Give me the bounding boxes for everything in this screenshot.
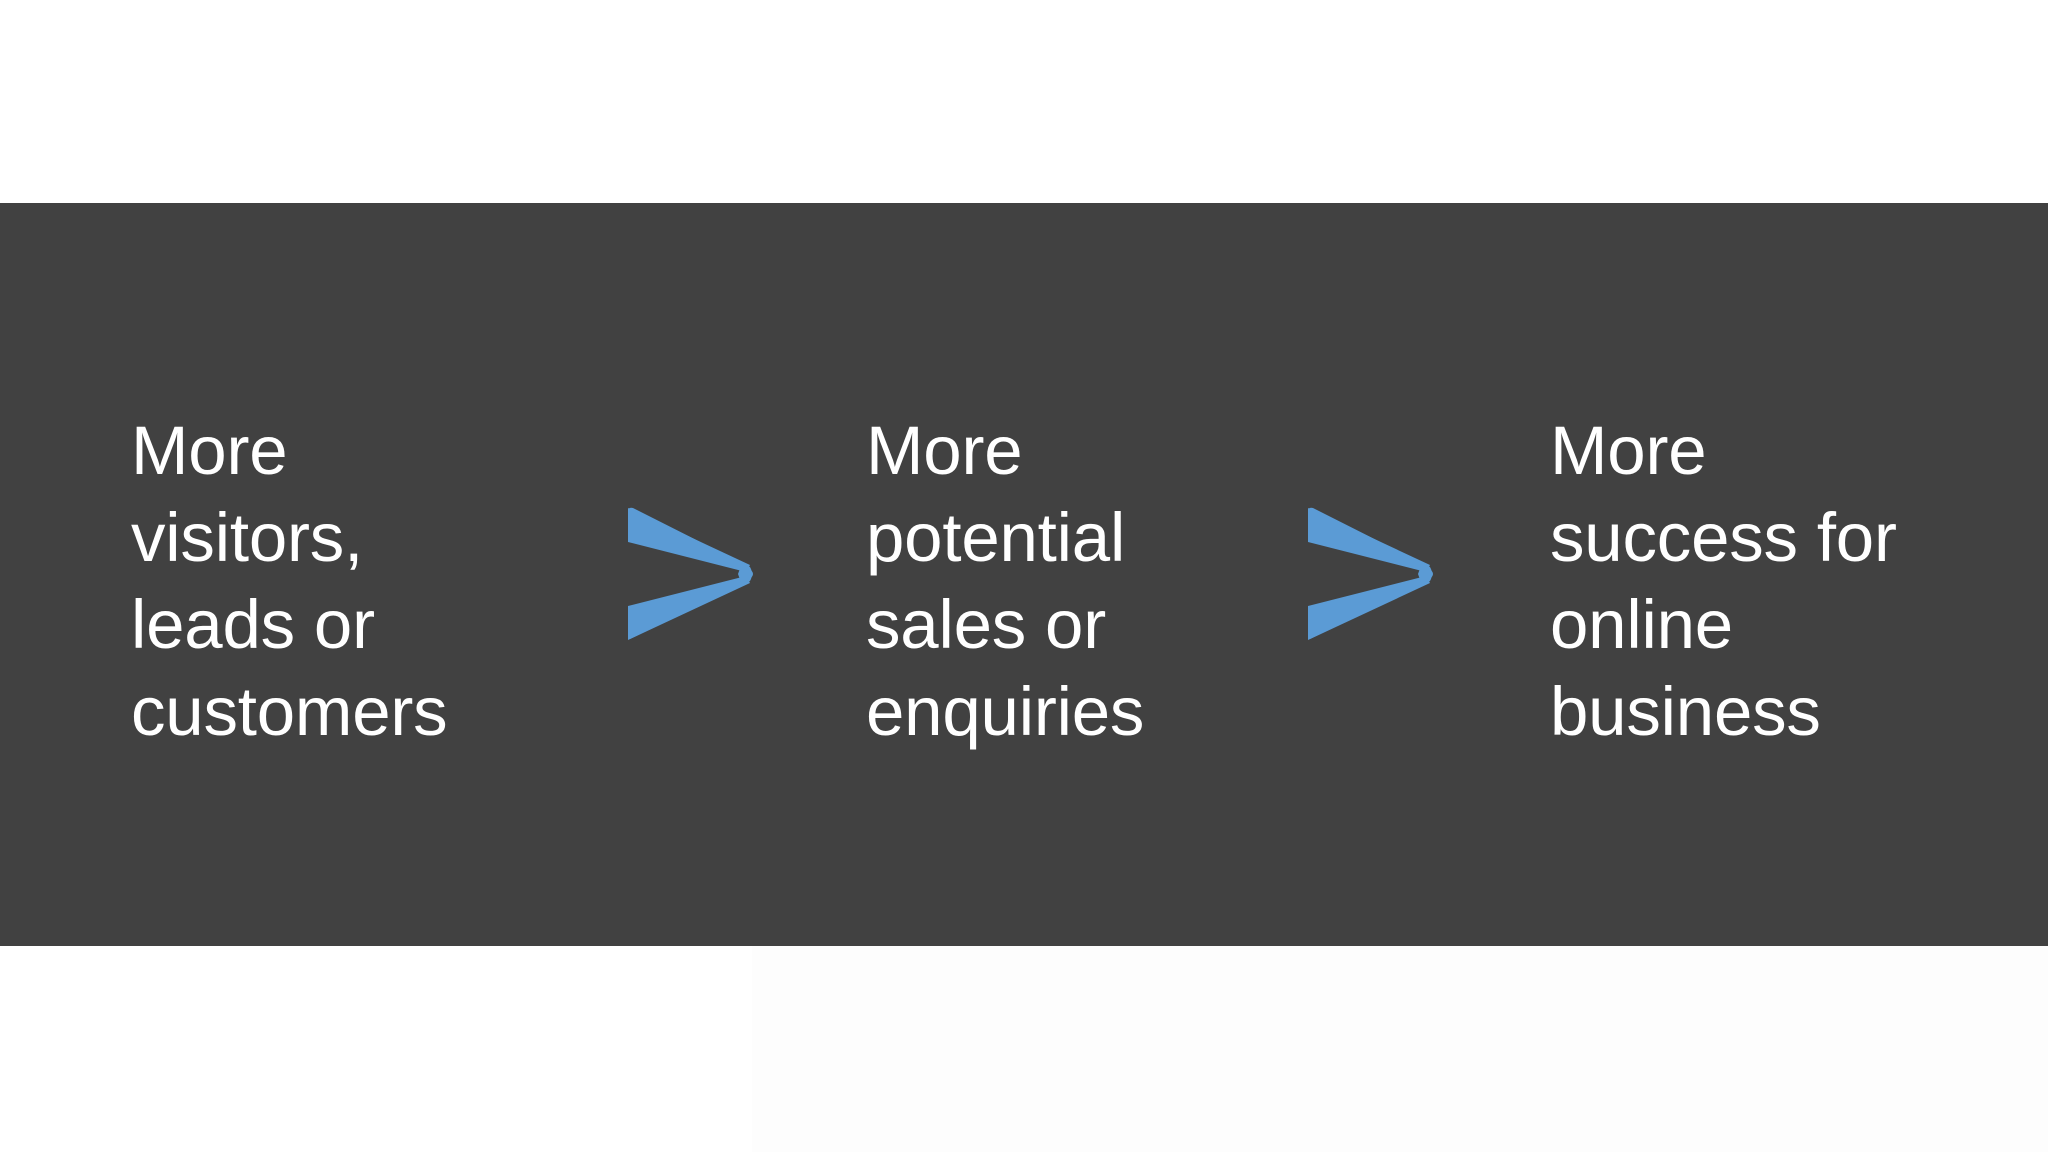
chevron-right-icon bbox=[622, 499, 754, 649]
flow-step-2: More potential sales or enquiries bbox=[866, 412, 1145, 750]
process-flow: More visitors, leads or customers More p… bbox=[0, 203, 2048, 946]
bottom-plate bbox=[752, 946, 2048, 1152]
flow-step-1: More visitors, leads or customers bbox=[131, 412, 448, 750]
flow-step-3: More success for online business bbox=[1550, 412, 1897, 750]
chevron-right-icon bbox=[1302, 499, 1434, 649]
dark-banner bbox=[0, 203, 2048, 946]
